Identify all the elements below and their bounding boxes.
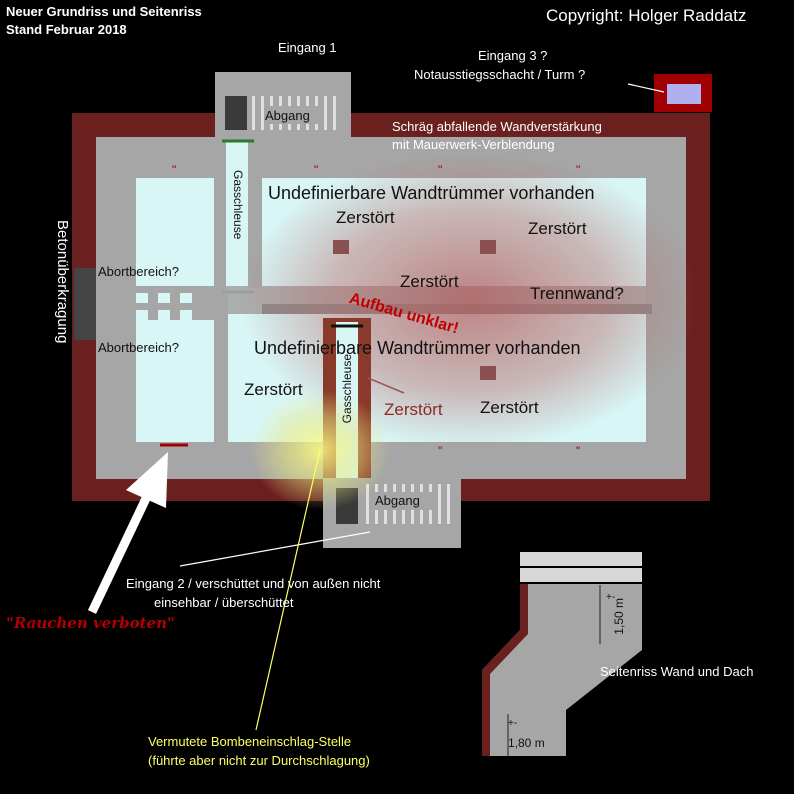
truemmer-upper-label: Undefinierbare Wandtrümmer vorhanden — [268, 183, 595, 203]
quote-mark-3: " — [438, 163, 443, 177]
zerstoert-label-6: Zerstört — [480, 398, 539, 417]
side-pm-top: +- — [606, 592, 616, 603]
entrance1-dark — [225, 96, 247, 130]
title-line1: Neuer Grundriss und Seitenriss — [6, 4, 202, 19]
side-elevation — [482, 552, 642, 756]
wall-note-line2: mit Mauerwerk-Verblendung — [392, 137, 555, 152]
side-view-title: Seitenriss Wand und Dach — [600, 664, 754, 679]
leader-eingang2 — [179, 531, 371, 567]
zerstoert-label-3: Zerstört — [400, 272, 459, 291]
abort-upper-label: Abortbereich? — [98, 264, 179, 279]
rauchen-label: "Rauchen verboten" — [6, 614, 175, 632]
eingang1-label: Eingang 1 — [278, 40, 337, 55]
bombe-line2: (führte aber nicht zur Durchschlagung) — [148, 753, 370, 768]
zerstoert-label-4: Zerstört — [244, 380, 303, 399]
zerstoert-label-1: Zerstört — [336, 208, 395, 227]
quote-mark-1: " — [172, 163, 177, 177]
side-dim-top: 1,50 m — [612, 598, 626, 635]
trennwand-label: Trennwand? — [530, 284, 624, 303]
rauchen-arrow — [87, 452, 168, 614]
eingang2-line1: Eingang 2 / verschüttet und von außen ni… — [126, 576, 381, 591]
side-pm-bottom: +- — [508, 718, 518, 729]
beton-overhang — [74, 268, 96, 340]
copyright: Copyright: Holger Raddatz — [546, 6, 747, 25]
abort-lower-label: Abortbereich? — [98, 340, 179, 355]
zerstoert-label-2: Zerstört — [528, 219, 587, 238]
gasschleuse-top-label: Gasschleuse — [231, 170, 245, 240]
tower-inner — [667, 84, 701, 104]
truemmer-lower-label: Undefinierbare Wandtrümmer vorhanden — [254, 338, 581, 358]
side-dim-bottom: 1,80 m — [508, 736, 545, 750]
bombe-line1: Vermutete Bombeneinschlag-Stelle — [148, 734, 352, 749]
gasschleuse-top — [226, 140, 248, 290]
eingang3-line2: Notausstiegsschacht / Turm ? — [414, 67, 586, 82]
quote-mark-5: " — [438, 444, 443, 458]
leader-bombe — [255, 449, 321, 731]
abgang-bottom-label: Abgang — [375, 493, 420, 508]
zerstoert-label-5: Zerstört — [384, 400, 443, 419]
quote-mark-4: " — [576, 163, 581, 177]
beton-label: Betonüberkragung — [54, 220, 71, 344]
leader-zerstoert-red — [367, 377, 405, 394]
gasschleuse-bottom-label: Gasschleuse — [340, 354, 354, 424]
pillars — [333, 240, 496, 380]
quote-mark-2: " — [314, 163, 319, 177]
abgang-top-label: Abgang — [265, 108, 310, 123]
eingang3-line1: Eingang 3 ? — [478, 48, 548, 63]
eingang2-line2: einsehbar / überschüttet — [154, 595, 294, 610]
wall-note-line1: Schräg abfallende Wandverstärkung — [392, 119, 602, 134]
quote-mark-6: " — [576, 444, 581, 458]
title-line2: Stand Februar 2018 — [6, 22, 127, 37]
